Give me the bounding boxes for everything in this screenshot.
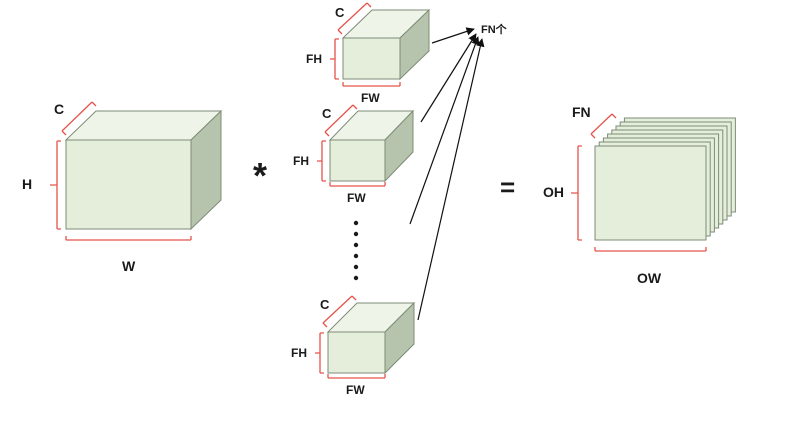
input-height-label: H xyxy=(22,176,32,192)
filter-count-label: FN个 xyxy=(481,22,508,36)
output-count-label: FN xyxy=(572,104,591,120)
filter-1-width-label: FW xyxy=(361,91,380,105)
filter-block-2 xyxy=(328,109,415,183)
filter-2-height-label: FH xyxy=(293,154,309,168)
input-height-bracket xyxy=(50,140,61,230)
filter-1-channel-bracket xyxy=(337,2,372,35)
output-height-label: OH xyxy=(543,184,564,200)
input-block-front-face xyxy=(65,139,192,230)
output-width-label: OW xyxy=(637,270,662,286)
filter-2-width-bracket xyxy=(329,182,386,187)
filter-2-width-label: FW xyxy=(347,191,366,205)
filter-1-height-label: FH xyxy=(306,52,322,66)
output-width-bracket xyxy=(594,247,707,252)
equals-operator: = xyxy=(500,172,515,202)
filter-3-height-label: FH xyxy=(291,346,307,360)
filter-block-1 xyxy=(341,8,431,81)
filter-2-height-bracket xyxy=(317,140,326,182)
filter-block-3 xyxy=(326,301,416,375)
filter-3-channel-bracket xyxy=(322,295,357,328)
arrow-1 xyxy=(431,27,475,44)
arrow-4 xyxy=(417,38,485,321)
input-channel-label: C xyxy=(54,101,64,117)
filter-3-front-face xyxy=(327,331,386,374)
output-height-bracket xyxy=(571,145,582,241)
filter-1-channel-label: C xyxy=(335,5,345,20)
filter-3-width-bracket xyxy=(327,374,386,379)
filter-ellipsis xyxy=(353,220,359,281)
filter-1-width-bracket xyxy=(342,82,401,87)
input-width-bracket xyxy=(65,236,192,241)
input-width-label: W xyxy=(122,258,136,274)
filter-2-channel-label: C xyxy=(322,106,332,121)
arrow-3 xyxy=(409,36,480,225)
output-feature-map-1 xyxy=(594,145,707,241)
input-block xyxy=(64,109,223,231)
filter-3-height-bracket xyxy=(315,332,324,374)
filter-1-height-bracket xyxy=(330,38,339,80)
filter-1-front-face xyxy=(342,37,401,80)
output-count-bracket xyxy=(590,113,617,139)
filter-3-channel-label: C xyxy=(320,297,330,312)
filter-2-front-face xyxy=(329,139,386,182)
filter-count-arrows xyxy=(409,27,485,321)
convolution-operator: * xyxy=(253,155,267,196)
output-stack xyxy=(594,117,736,241)
filter-3-width-label: FW xyxy=(346,383,365,397)
arrow-2 xyxy=(420,33,477,123)
filter-2-channel-bracket xyxy=(324,104,358,137)
input-channel-bracket xyxy=(61,101,97,136)
